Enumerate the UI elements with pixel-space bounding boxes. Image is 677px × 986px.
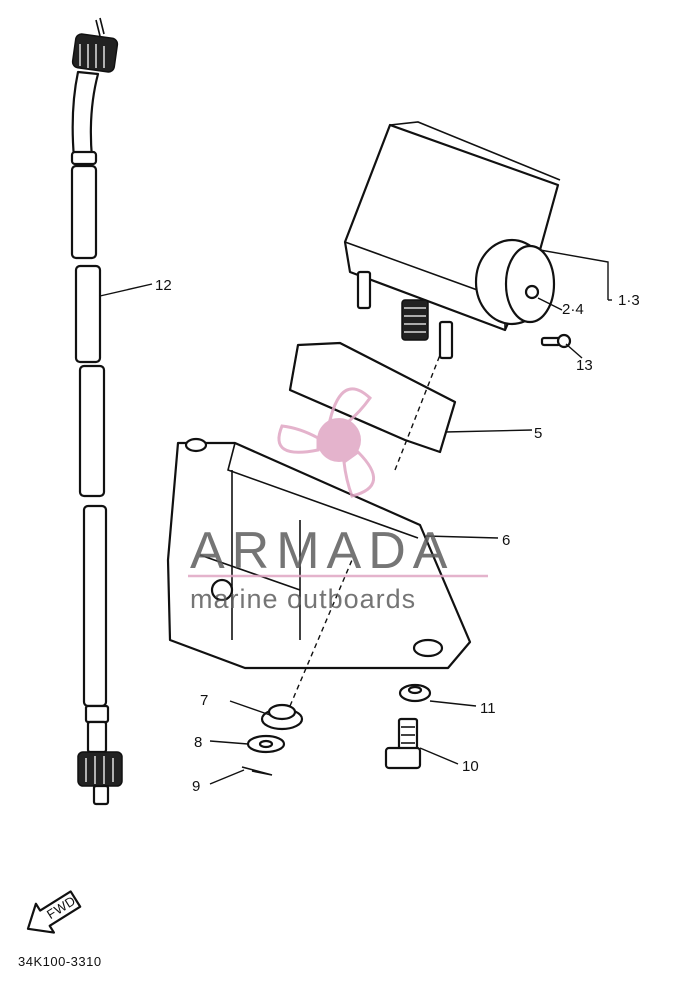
drawing-code: 34K100-3310 (18, 954, 102, 969)
watermark-tagline: marine outboards (190, 584, 416, 614)
watermark-brand: ARMADA (190, 522, 454, 580)
meter-bracket (166, 437, 472, 670)
callout-13: 13 (576, 357, 593, 374)
callout-8: 8 (194, 734, 202, 751)
callout-6: 6 (502, 532, 510, 549)
callout-12: 12 (155, 277, 172, 294)
callout-2-4: 2·4 (562, 301, 584, 318)
meter-cushion (288, 341, 457, 454)
callout-1-3: 1·3 (618, 292, 640, 309)
small-parts (241, 683, 432, 776)
callout-5: 5 (534, 425, 542, 442)
speedometer-assembly (343, 121, 572, 360)
callout-10: 10 (462, 758, 479, 775)
callout-7: 7 (200, 692, 208, 709)
callout-11: 11 (480, 700, 496, 717)
propeller-logo-icon (277, 387, 376, 498)
callout-labels: 1·3 2·4 5 6 7 8 9 10 11 12 13 (155, 277, 640, 795)
watermark: ARMADA marine outboards (188, 387, 488, 614)
callout-9: 9 (192, 778, 200, 795)
leader-lines (99, 249, 612, 785)
speedometer-cable (70, 17, 123, 806)
fwd-arrow: FWD (26, 890, 82, 934)
